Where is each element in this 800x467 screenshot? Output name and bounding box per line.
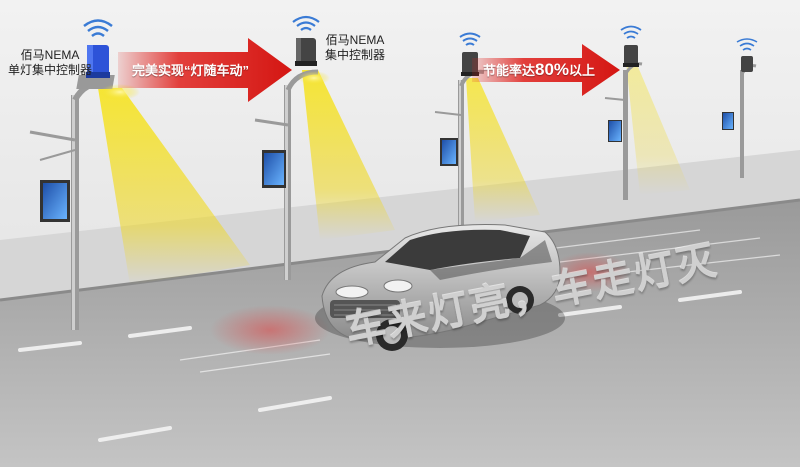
light-beam-1 (98, 88, 250, 285)
street-lamp-4 (604, 62, 643, 200)
label-single-controller: 佰马NEMA 单灯集中控制器 (8, 48, 92, 78)
street-lamp-1 (29, 75, 140, 330)
light-beam-2 (302, 70, 395, 240)
red-glow-left (210, 305, 330, 355)
street-lamp-5 (722, 56, 757, 178)
wifi-icon (736, 38, 758, 51)
label-central-controller-line2: 集中控制器 (325, 48, 386, 62)
controller-4 (623, 45, 639, 67)
light-beam-3 (466, 78, 540, 222)
arrow-right (472, 44, 620, 96)
red-glow-right (550, 252, 630, 292)
label-single-controller-line1: 佰马NEMA (20, 48, 80, 62)
controller-1 (86, 45, 110, 78)
label-central-controller: 佰马NEMA 集中控制器 (325, 33, 385, 63)
controller-2 (295, 38, 317, 66)
wifi-icon (292, 15, 320, 31)
arrow-left (118, 38, 292, 102)
arrow-right-text: 节能率达80%以上 (483, 60, 596, 79)
car (315, 224, 565, 351)
street-lamp-2 (254, 69, 330, 280)
wifi-icon (83, 19, 113, 38)
wifi-icon (620, 25, 642, 39)
arrow-left-text: 完美实现“灯随车动” (132, 63, 250, 78)
label-single-controller-line2: 单灯集中控制器 (8, 63, 93, 77)
lane-markings (18, 290, 742, 442)
wifi-icon (459, 32, 481, 46)
light-beam-4 (626, 62, 690, 195)
label-central-controller-line1: 佰马NEMA (325, 33, 385, 47)
